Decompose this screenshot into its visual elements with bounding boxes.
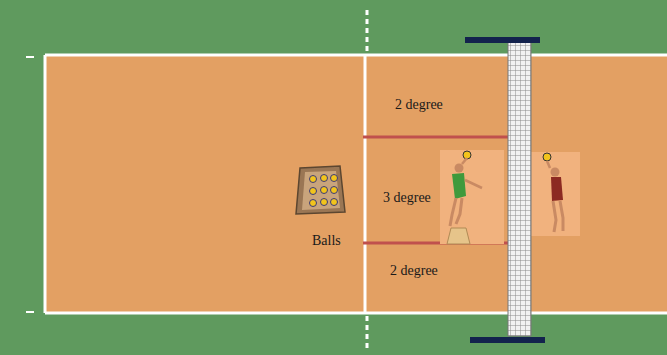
zone-label: 2 degree [390, 263, 438, 278]
zone-label: 3 degree [383, 190, 431, 205]
ball-cart [296, 166, 345, 214]
zone-label: 2 degree [395, 97, 443, 112]
player-zone [530, 152, 580, 236]
attack-line-extension [366, 10, 369, 350]
blocking-player [543, 153, 563, 232]
court-lines [45, 55, 667, 313]
net-antenna-bar [465, 37, 540, 43]
net-antenna-bar [470, 337, 545, 343]
attacking-player [447, 151, 482, 244]
equipment-label: Balls [312, 233, 341, 248]
player-zone [440, 150, 504, 244]
ticks [26, 57, 34, 312]
zone-lines [363, 137, 512, 243]
court-floor [45, 55, 667, 313]
net [508, 42, 531, 336]
